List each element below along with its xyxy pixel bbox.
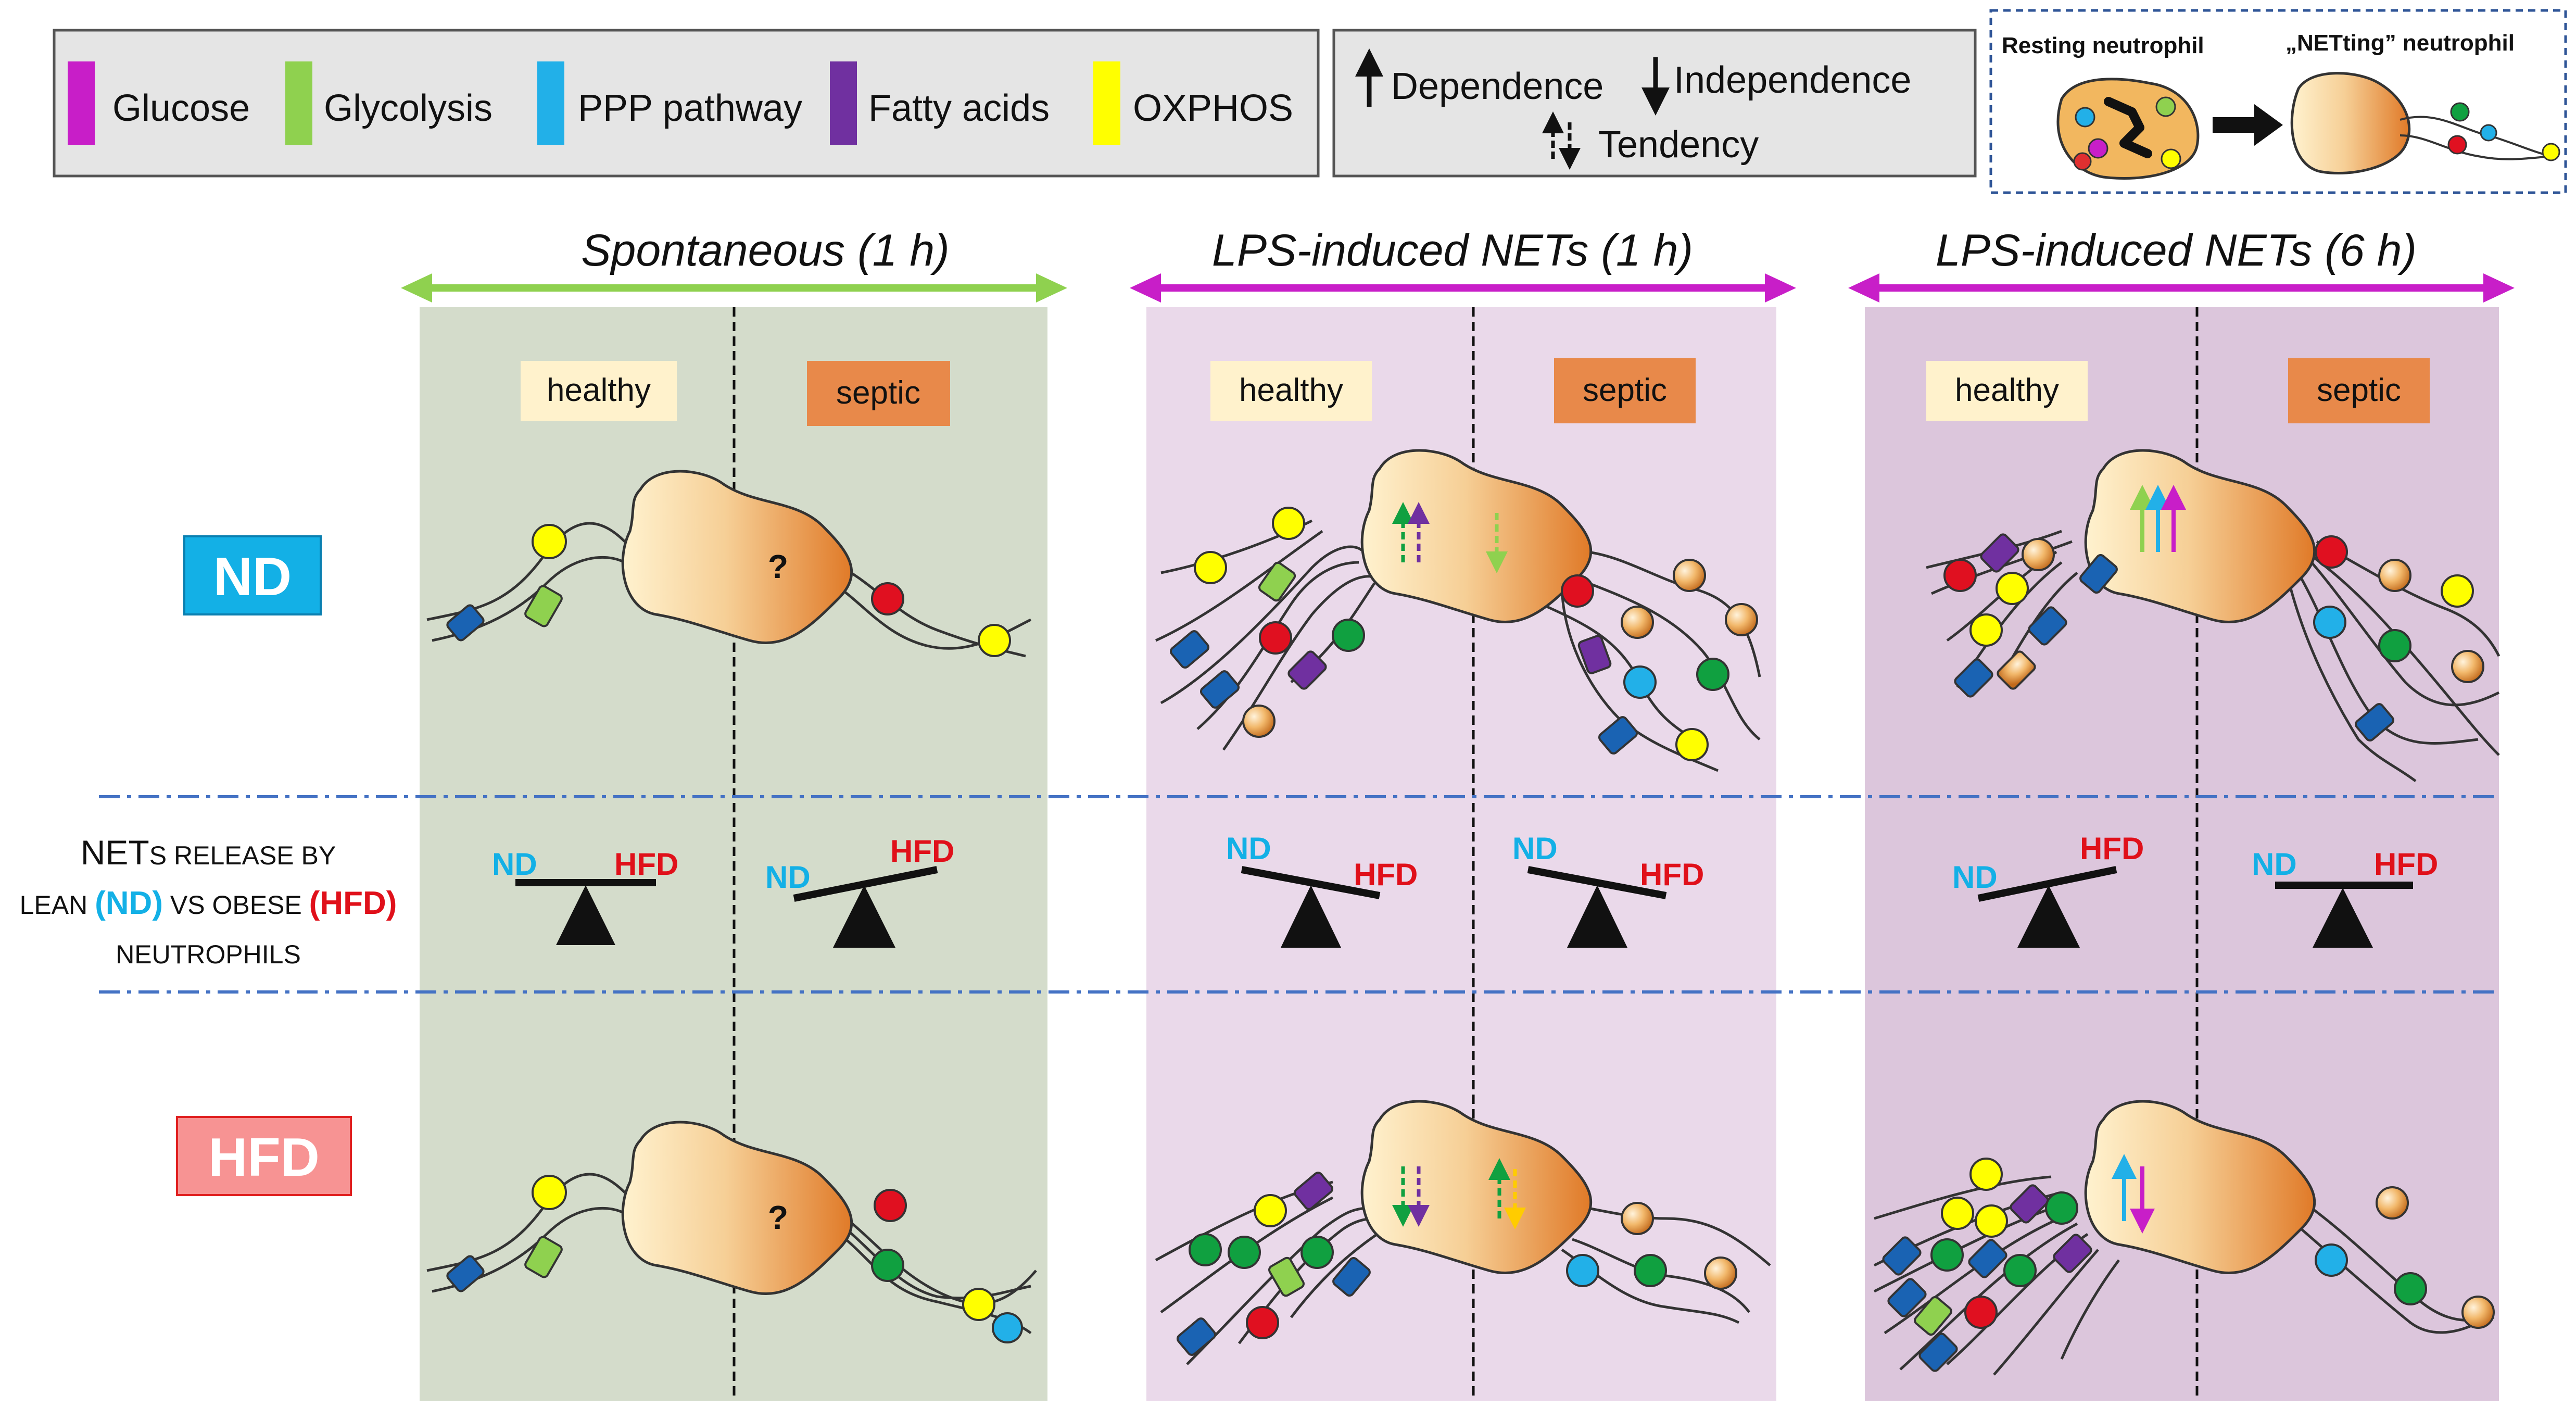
- balance-col3-healthy: ND HFD: [1952, 831, 2144, 948]
- legend-dependence: Dependence: [1391, 66, 1603, 107]
- row-label-hfd: HFD: [208, 1127, 320, 1188]
- column-title-lps-6h: LPS-induced NETs (6 h): [1936, 225, 2417, 275]
- legend-arrows: Dependence Independence Tendency: [1332, 29, 1977, 178]
- legend-oxphos: OXPHOS: [1133, 87, 1293, 129]
- legend-fatty-acids-swatch: [830, 61, 857, 145]
- column-title-lps-1h: LPS-induced NETs (1 h): [1212, 225, 1693, 275]
- legend-independence: Independence: [1674, 59, 1911, 101]
- svg-text:HFD: HFD: [1354, 857, 1418, 892]
- hfd-spontaneous-neutrophil: ?: [426, 1122, 1037, 1343]
- condition-labels: healthy septic healthy septic healthy se…: [521, 358, 2430, 426]
- label-septic-col2: septic: [1583, 372, 1667, 408]
- column-header-arrow-lps-1h: [1130, 273, 1796, 303]
- legend-ppp: PPP pathway: [578, 87, 802, 129]
- label-healthy-col3: healthy: [1955, 372, 2059, 408]
- label-healthy-col2: healthy: [1239, 372, 1343, 408]
- legend-metabolites: Glucose Glycolysis PPP pathway Fatty aci…: [53, 29, 1320, 178]
- row-label-nd: ND: [213, 547, 292, 607]
- column-title-spontaneous: Spontaneous (1 h): [581, 225, 950, 275]
- svg-text:HFD: HFD: [1640, 857, 1704, 892]
- balance-col2-septic: ND HFD: [1512, 831, 1704, 948]
- svg-text:HFD: HFD: [2374, 847, 2438, 882]
- transition-arrow-icon: [2213, 104, 2283, 146]
- label-healthy-col1: healthy: [547, 372, 651, 408]
- nd-lps1h-neutrophil: [1155, 450, 1761, 772]
- balance-col3-septic: ND HFD: [2252, 847, 2438, 948]
- legend-oxphos-swatch: [1093, 61, 1120, 145]
- nd-lps6h-neutrophil: [1926, 450, 2501, 783]
- column-header-arrow-spontaneous: [401, 273, 1067, 303]
- svg-text:ND: ND: [1226, 831, 1271, 866]
- hfd-lps1h-neutrophil: [1155, 1101, 1771, 1365]
- legend-glucose-swatch: [68, 61, 95, 145]
- legend-fatty-acids: Fatty acids: [868, 87, 1050, 129]
- side-caption: NETS RELEASE BY LEAN (ND) VS OBESE (HFD)…: [20, 833, 397, 969]
- svg-text:HFD: HFD: [2080, 831, 2144, 866]
- legend-resting: Resting neutrophil: [2002, 33, 2204, 58]
- svg-text:NEUTROPHILS: NEUTROPHILS: [116, 940, 301, 969]
- svg-text:LEAN (ND) VS OBESE (HFD): LEAN (ND) VS OBESE (HFD): [20, 885, 397, 921]
- legend-tendency: Tendency: [1598, 124, 1759, 166]
- balance-nd-label: ND: [492, 847, 537, 882]
- svg-text:NETS RELEASE BY: NETS RELEASE BY: [81, 833, 336, 872]
- row-label-nd-box: [183, 535, 322, 615]
- hfd-lps6h-neutrophil: [1873, 1101, 2495, 1376]
- row-label-hfd-box: [176, 1116, 352, 1196]
- balance-col1-healthy: ND HFD: [492, 847, 678, 945]
- balance-col2-healthy: ND HFD: [1226, 831, 1418, 948]
- legend-netting: „NETting” neutrophil: [2285, 30, 2515, 56]
- label-septic-col1: septic: [836, 375, 920, 411]
- svg-text:ND: ND: [2252, 847, 2297, 882]
- svg-text:?: ?: [768, 1199, 788, 1236]
- unknown-question-mark: ?: [768, 548, 788, 585]
- svg-text:ND: ND: [1512, 831, 1558, 866]
- balance-hfd-label: HFD: [614, 847, 678, 882]
- nd-spontaneous-neutrophil: ?: [426, 471, 1032, 658]
- column-header-arrow-lps-6h: [1848, 273, 2515, 303]
- legend-neutrophil-states: Resting neutrophil „NETting” neutrophil: [1989, 9, 2567, 194]
- legend-ppp-swatch: [537, 61, 564, 145]
- svg-text:ND: ND: [1952, 860, 1998, 895]
- label-septic-col3: septic: [2317, 372, 2401, 408]
- legend-glycolysis-swatch: [285, 61, 312, 145]
- legend-glycolysis: Glycolysis: [324, 87, 493, 129]
- balance-col1-septic: ND HFD: [765, 834, 954, 948]
- legend-glucose: Glucose: [112, 87, 250, 129]
- netting-neutrophil-icon: [2290, 72, 2411, 174]
- svg-text:HFD: HFD: [890, 834, 954, 869]
- svg-text:ND: ND: [765, 860, 811, 895]
